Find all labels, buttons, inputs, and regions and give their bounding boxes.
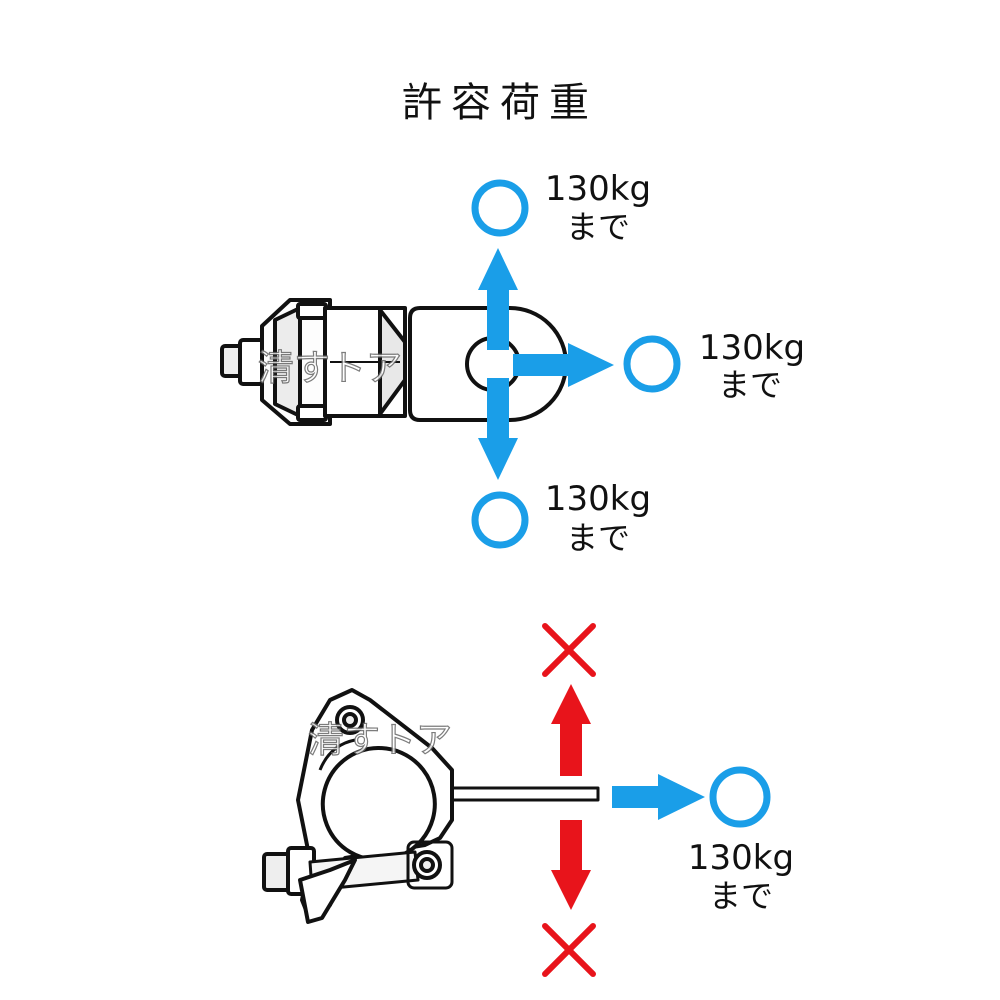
load-point-up-circle — [471, 179, 529, 237]
load-point-right-circle — [709, 766, 771, 828]
load-right-unit: まで — [718, 366, 782, 404]
load-right-value: 130kg — [699, 328, 805, 368]
load-up-value: 130kg — [545, 169, 651, 209]
clamp-top-view-illustration — [220, 298, 568, 426]
arrow-down-allowed — [478, 378, 518, 480]
load-up-unit: まで — [566, 208, 630, 246]
arrow-down-forbidden — [551, 820, 591, 910]
watermark-text: 清すトア — [308, 720, 452, 761]
load-right-unit: まで — [709, 877, 773, 915]
load-point-right-circle — [623, 335, 681, 393]
arrow-up-forbidden — [551, 684, 591, 776]
watermark-text: 清すトア — [258, 348, 402, 389]
load-point-down-circle — [471, 491, 529, 549]
top-diagram: 130kg まで 130kg まで 130kg まで 清すトア — [220, 169, 805, 557]
cross-icon — [542, 923, 596, 977]
load-down-value: 130kg — [545, 479, 651, 519]
arrow-up-allowed — [478, 248, 518, 350]
page-title: 許容荷重 — [402, 80, 598, 126]
load-right-value: 130kg — [688, 838, 794, 878]
cross-icon — [542, 623, 596, 677]
load-down-unit: まで — [566, 519, 630, 557]
arrow-right-allowed — [612, 774, 705, 820]
bottom-diagram: 130kg まで 清すトア — [262, 623, 794, 977]
clamp-side-view-illustration — [262, 688, 600, 924]
arrow-right-allowed — [513, 343, 614, 387]
